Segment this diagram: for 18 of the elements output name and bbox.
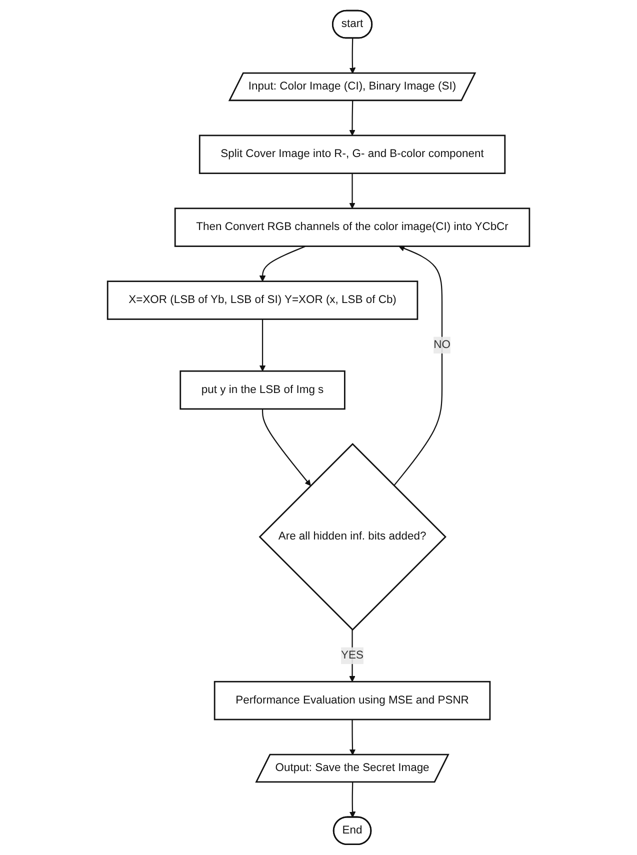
- arrow: [349, 173, 356, 209]
- node-box: put y in the LSB of Img s: [180, 370, 346, 410]
- node-box: Performance Evaluation using MSE and PSNR: [214, 680, 491, 720]
- arrow: [349, 38, 356, 74]
- arrow: [349, 782, 356, 818]
- node-box: X=XOR (LSB of Yb, LSB of SI) Y=XOR (x, LSB of Cb): [106, 280, 418, 320]
- arrow: [393, 246, 443, 486]
- node-box: Split Cover Image into R-, G- and B-color component: [198, 134, 506, 174]
- edge-label: YES: [341, 649, 364, 662]
- arrow: [349, 100, 356, 136]
- node-box: Then Convert RGB channels of the color image(CI) into YCbCr: [174, 208, 530, 247]
- arrow: [262, 408, 311, 486]
- arrow: [349, 720, 356, 756]
- arrow: [259, 246, 306, 282]
- edge-label: NO: [434, 338, 450, 351]
- arrow: [259, 319, 266, 372]
- node-diamond: Are all hidden inf. bits added?: [258, 443, 446, 631]
- arrow: [349, 630, 356, 682]
